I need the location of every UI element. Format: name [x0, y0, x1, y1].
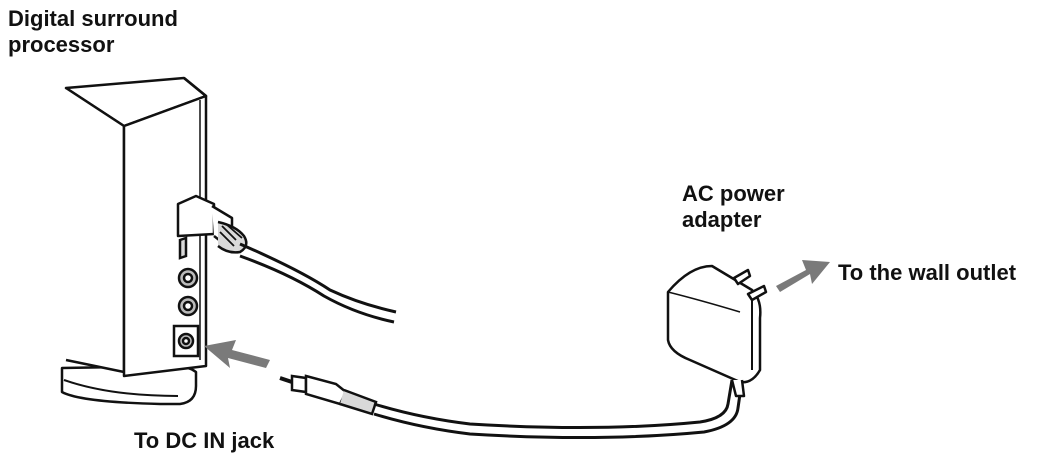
- processor-label: Digital surround processor: [8, 6, 178, 58]
- wall-outlet-label: To the wall outlet: [838, 260, 1017, 285]
- processor-label-line2: processor: [8, 32, 115, 57]
- rear-panel-jacks: [172, 236, 200, 358]
- dc-plug-cable-icon: [279, 374, 744, 440]
- ac-adapter-icon: [666, 264, 768, 398]
- adapter-label: AC power adapter: [682, 181, 785, 233]
- adapter-label-line1: AC power: [682, 181, 785, 206]
- processor-label-line1: Digital surround: [8, 6, 178, 31]
- arrow-left-icon: [204, 340, 270, 368]
- dc-in-label: To DC IN jack: [134, 428, 275, 453]
- ac-cord-plug-icon: [176, 194, 397, 324]
- adapter-label-line2: adapter: [682, 207, 762, 232]
- arrow-right-icon: [776, 260, 830, 292]
